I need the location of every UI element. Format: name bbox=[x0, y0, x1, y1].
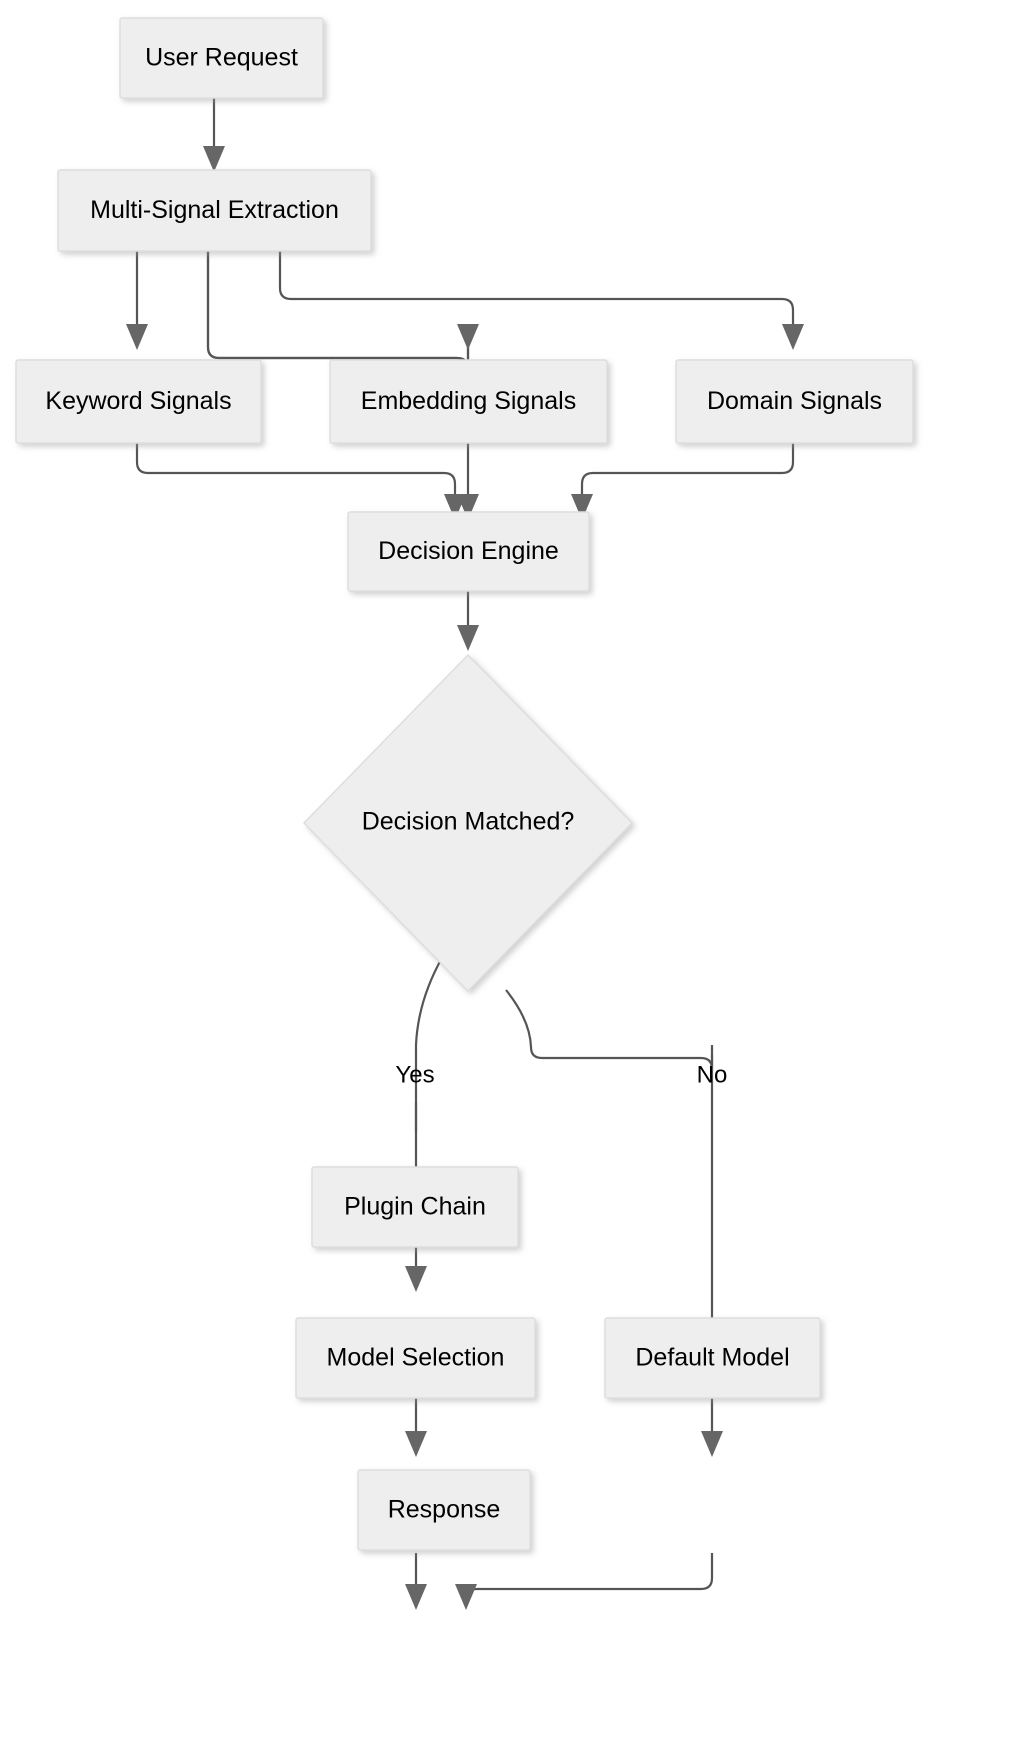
node-keyword-signals[interactable]: Keyword Signals bbox=[15, 359, 262, 444]
edge-keyword-signals-to-decision-engine bbox=[135, 443, 466, 520]
node-decision-engine[interactable]: Decision Engine bbox=[347, 511, 590, 592]
node-domain-signals[interactable]: Domain Signals bbox=[675, 359, 914, 444]
edge-embedding-signals-to-decision-engine bbox=[457, 443, 479, 520]
edge-default-model-to-response bbox=[455, 1553, 714, 1610]
node-user-request[interactable]: User Request bbox=[119, 17, 324, 99]
node-decision-matched[interactable]: Decision Matched? bbox=[303, 653, 633, 993]
edge-multi-signal-to-keyword-signals bbox=[126, 251, 148, 350]
edge-multi-signal-to-embedding-signals bbox=[206, 251, 479, 371]
edge-label-yes: Yes bbox=[395, 1061, 434, 1088]
node-model-selection[interactable]: Model Selection bbox=[295, 1317, 536, 1399]
node-model-selection-label: Model Selection bbox=[327, 1344, 505, 1372]
node-embedding-signals-label: Embedding Signals bbox=[361, 387, 576, 415]
node-decision-engine-label: Decision Engine bbox=[378, 537, 559, 565]
edge-label-no: No bbox=[697, 1061, 728, 1088]
nodes-layer: User Request Multi-Signal Extraction Key… bbox=[15, 17, 914, 1551]
node-response-label: Response bbox=[388, 1496, 501, 1524]
node-response[interactable]: Response bbox=[357, 1469, 531, 1551]
node-plugin-chain[interactable]: Plugin Chain bbox=[311, 1166, 519, 1248]
node-plugin-chain-label: Plugin Chain bbox=[344, 1193, 486, 1221]
node-decision-matched-label: Decision Matched? bbox=[362, 808, 575, 836]
edge-domain-signals-to-decision-engine bbox=[571, 443, 795, 520]
edge-labels-layer: Yes No bbox=[395, 1061, 727, 1088]
node-default-model-label: Default Model bbox=[635, 1344, 789, 1372]
node-embedding-signals[interactable]: Embedding Signals bbox=[329, 359, 608, 444]
node-multi-signal-extraction[interactable]: Multi-Signal Extraction bbox=[57, 169, 372, 252]
node-keyword-signals-label: Keyword Signals bbox=[45, 387, 231, 415]
node-user-request-label: User Request bbox=[145, 44, 298, 72]
edge-decision-engine-to-decision-matched bbox=[457, 591, 479, 651]
edge-model-selection-to-response bbox=[405, 1553, 427, 1610]
edge-user-request-to-multi-signal bbox=[203, 98, 225, 172]
node-domain-signals-label: Domain Signals bbox=[707, 387, 882, 415]
node-default-model[interactable]: Default Model bbox=[604, 1317, 821, 1399]
node-multi-signal-extraction-label: Multi-Signal Extraction bbox=[90, 196, 339, 224]
edge-multi-signal-to-domain-signals bbox=[278, 251, 804, 350]
